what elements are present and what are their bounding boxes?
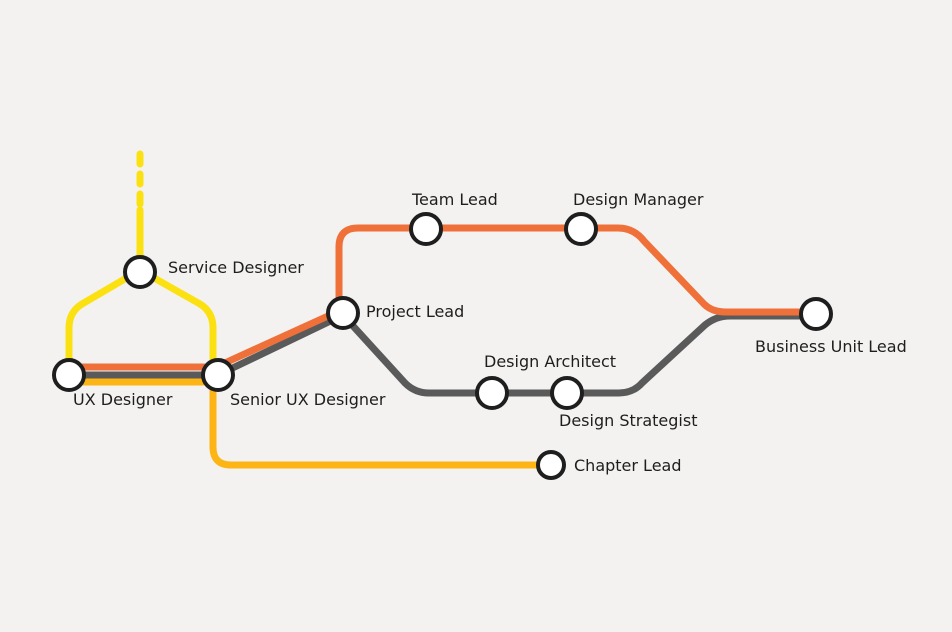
label-team-lead: Team Lead [411, 190, 498, 209]
station-design-strategist[interactable] [550, 376, 584, 410]
station-design-manager[interactable] [564, 212, 598, 246]
amber-line-chapter [65, 378, 555, 469]
station-team-lead[interactable] [409, 212, 443, 246]
station-senior-ux-designer[interactable] [201, 358, 235, 392]
station-design-architect[interactable] [475, 376, 509, 410]
orange-line-leadership [65, 224, 820, 371]
label-design-manager: Design Manager [573, 190, 704, 209]
label-senior-ux-designer: Senior UX Designer [230, 390, 386, 409]
label-ux-designer: UX Designer [73, 390, 173, 409]
station-project-lead[interactable] [326, 296, 360, 330]
label-project-lead: Project Lead [366, 302, 464, 321]
station-service-designer[interactable] [123, 255, 157, 289]
label-design-strategist: Design Strategist [559, 411, 697, 430]
label-business-unit-lead: Business Unit Lead [755, 337, 907, 356]
label-service-designer: Service Designer [168, 258, 304, 277]
station-business-unit-lead[interactable] [799, 297, 833, 331]
label-chapter-lead: Chapter Lead [574, 456, 682, 475]
label-design-architect: Design Architect [484, 352, 616, 371]
gray-line-strategy [65, 311, 820, 397]
station-ux-designer[interactable] [52, 358, 86, 392]
station-chapter-lead[interactable] [536, 450, 566, 480]
